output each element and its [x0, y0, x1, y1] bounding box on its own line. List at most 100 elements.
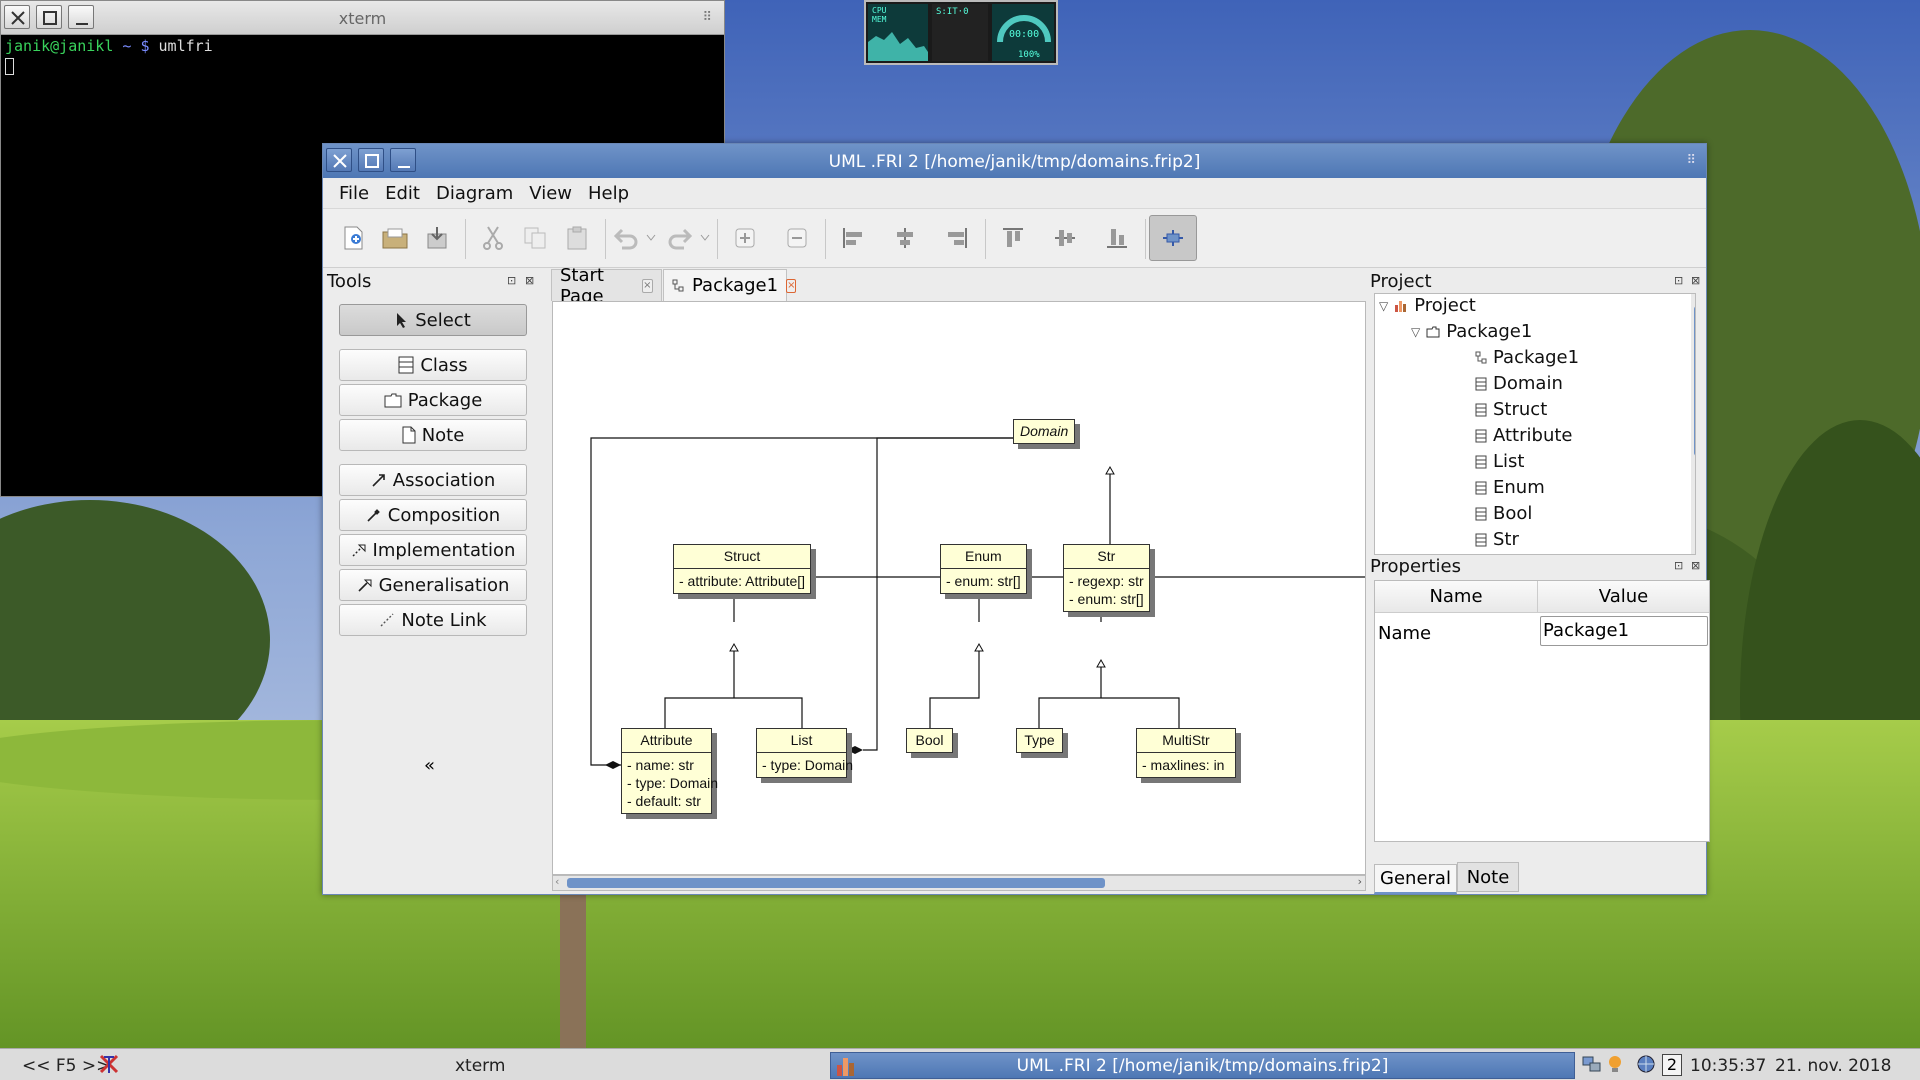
tree-node-project[interactable]: ▽ Project [1379, 295, 1476, 316]
zoom-out-icon[interactable] [773, 215, 821, 261]
align-top-icon[interactable] [989, 215, 1037, 261]
tree-node-class[interactable]: Struct [1475, 399, 1547, 420]
scrollbar-thumb[interactable] [567, 878, 1105, 888]
close-tab-icon[interactable]: × [641, 278, 653, 293]
generalisation-link [733, 576, 1365, 622]
tools-panel: Tools ⊡ ⊠ Select Class Package Note Asso… [323, 269, 543, 894]
scroll-right-icon[interactable]: › [1357, 875, 1362, 888]
tree-node-class[interactable]: Domain [1475, 373, 1563, 394]
undo-icon[interactable] [609, 215, 643, 261]
diagram-icon [1475, 351, 1487, 365]
expander-icon[interactable]: ▽ [1379, 298, 1389, 313]
align-middle-icon[interactable] [1041, 215, 1089, 261]
align-left-icon[interactable] [829, 215, 877, 261]
menu-view[interactable]: View [529, 183, 572, 204]
uml-class-bool[interactable]: Bool [906, 728, 953, 753]
umlfri-titlebar[interactable]: UML .FRI 2 [/home/janik/tmp/domains.frip… [323, 144, 1706, 178]
uml-class-list[interactable]: List - type: Domain [756, 728, 853, 778]
column-header-name[interactable]: Name [1375, 581, 1538, 613]
umlfri-window[interactable]: UML .FRI 2 [/home/janik/tmp/domains.frip… [322, 143, 1710, 895]
tool-class[interactable]: Class [339, 349, 527, 381]
undo-dropdown-icon[interactable] [643, 215, 659, 261]
tree-node-package[interactable]: ▽ Package1 [1411, 321, 1532, 342]
tree-node-class[interactable]: Attribute [1475, 425, 1572, 446]
align-right-icon[interactable] [933, 215, 981, 261]
tree-node-class[interactable]: List [1475, 451, 1524, 472]
vertical-scrollbar[interactable] [1691, 294, 1695, 554]
task-umlfri[interactable]: UML .FRI 2 [/home/janik/tmp/domains.frip… [830, 1052, 1575, 1079]
maximize-icon[interactable] [358, 148, 384, 172]
paste-icon[interactable] [553, 215, 601, 261]
close-tab-icon[interactable]: × [786, 278, 797, 293]
uml-class-enum[interactable]: Enum - enum: str[] [940, 544, 1027, 594]
tool-select[interactable]: Select [339, 304, 527, 336]
panel-close-icon[interactable]: ⊠ [1691, 274, 1701, 287]
tree-node-class[interactable]: Bool [1475, 503, 1532, 524]
open-folder-icon[interactable] [371, 215, 419, 261]
tree-label: List [1493, 451, 1525, 472]
tree-node-class[interactable]: Enum [1475, 477, 1545, 498]
tool-implementation[interactable]: Implementation [339, 534, 527, 566]
close-icon[interactable] [4, 5, 30, 29]
network-icon[interactable] [1582, 1055, 1602, 1073]
minimize-icon[interactable] [390, 148, 416, 172]
tab-start-page[interactable]: Start Page × [551, 265, 662, 307]
column-header-value[interactable]: Value [1538, 581, 1709, 613]
snap-grid-icon[interactable] [1149, 215, 1197, 261]
scrollbar-thumb[interactable] [1694, 306, 1695, 456]
notification-bulb-icon[interactable] [1606, 1054, 1624, 1074]
tab-package1[interactable]: Package1 × [663, 269, 797, 301]
close-icon[interactable] [326, 148, 352, 172]
tool-note[interactable]: Note [339, 419, 527, 451]
tab-general[interactable]: General [1374, 864, 1457, 894]
uml-class-attribute[interactable]: Attribute - name: str - type: Domain - d… [621, 728, 718, 814]
menu-help[interactable]: Help [588, 183, 630, 204]
uml-class-str[interactable]: Str - regexp: str - enum: str[] [1063, 544, 1150, 612]
redo-dropdown-icon[interactable] [697, 215, 713, 261]
tool-package[interactable]: Package [339, 384, 527, 416]
align-center-icon[interactable] [881, 215, 929, 261]
tool-association[interactable]: Association [339, 464, 527, 496]
zoom-in-icon[interactable] [721, 215, 769, 261]
terminal-line: janik@janikl ~ $ umlfri [1, 35, 724, 57]
redo-icon[interactable] [663, 215, 697, 261]
new-file-icon[interactable] [329, 215, 377, 261]
diagram-canvas[interactable]: Domain Struct - attribute: Attribute[] E… [552, 301, 1366, 875]
expander-icon[interactable]: ▽ [1411, 324, 1421, 339]
project-tree[interactable]: ▽ Project ▽ Package1 Package1 Domain Str… [1374, 293, 1696, 555]
maximize-icon[interactable] [36, 5, 62, 29]
panel-float-icon[interactable]: ⊡ [1674, 274, 1684, 287]
workspace-indicator[interactable]: 2 [1662, 1054, 1682, 1076]
copy-icon[interactable] [511, 215, 559, 261]
tool-composition[interactable]: Composition [339, 499, 527, 531]
tool-note-link-label: Note Link [401, 609, 487, 631]
property-value-input[interactable]: Package1 [1540, 616, 1708, 646]
uml-class-type[interactable]: Type [1016, 728, 1063, 753]
menu-edit[interactable]: Edit [385, 183, 420, 204]
panel-close-icon[interactable]: ⊠ [1691, 559, 1701, 572]
scroll-left-icon[interactable]: ‹ [555, 875, 560, 888]
uml-class-multistr[interactable]: MultiStr - maxlines: in [1136, 728, 1236, 778]
menu-file[interactable]: File [339, 183, 370, 204]
tree-node-diagram[interactable]: Package1 [1475, 347, 1579, 368]
task-xterm[interactable]: xterm [455, 1056, 506, 1076]
globe-icon[interactable] [1636, 1054, 1656, 1074]
uml-class-struct[interactable]: Struct - attribute: Attribute[] [673, 544, 812, 594]
xterm-titlebar[interactable]: xterm ⠿ [1, 1, 724, 35]
tool-generalisation[interactable]: Generalisation [339, 569, 527, 601]
collapse-tools-button[interactable]: « [424, 755, 436, 776]
menu-diagram[interactable]: Diagram [435, 183, 514, 204]
align-bottom-icon[interactable] [1093, 215, 1141, 261]
tool-note-link[interactable]: Note Link [339, 604, 527, 636]
uml-class-domain[interactable]: Domain [1013, 419, 1076, 444]
tree-node-class[interactable]: Str [1475, 529, 1519, 550]
tab-note[interactable]: Note [1457, 862, 1519, 892]
panel-float-icon[interactable]: ⊡ [507, 274, 517, 287]
panel-float-icon[interactable]: ⊡ [1674, 559, 1684, 572]
horizontal-scrollbar[interactable]: ‹ › [552, 875, 1366, 891]
save-icon[interactable] [413, 215, 461, 261]
minimize-icon[interactable] [68, 5, 94, 29]
cut-icon[interactable] [469, 215, 517, 261]
panel-close-icon[interactable]: ⊠ [525, 274, 535, 287]
desktop-switcher[interactable]: << F5 >> [22, 1056, 111, 1076]
